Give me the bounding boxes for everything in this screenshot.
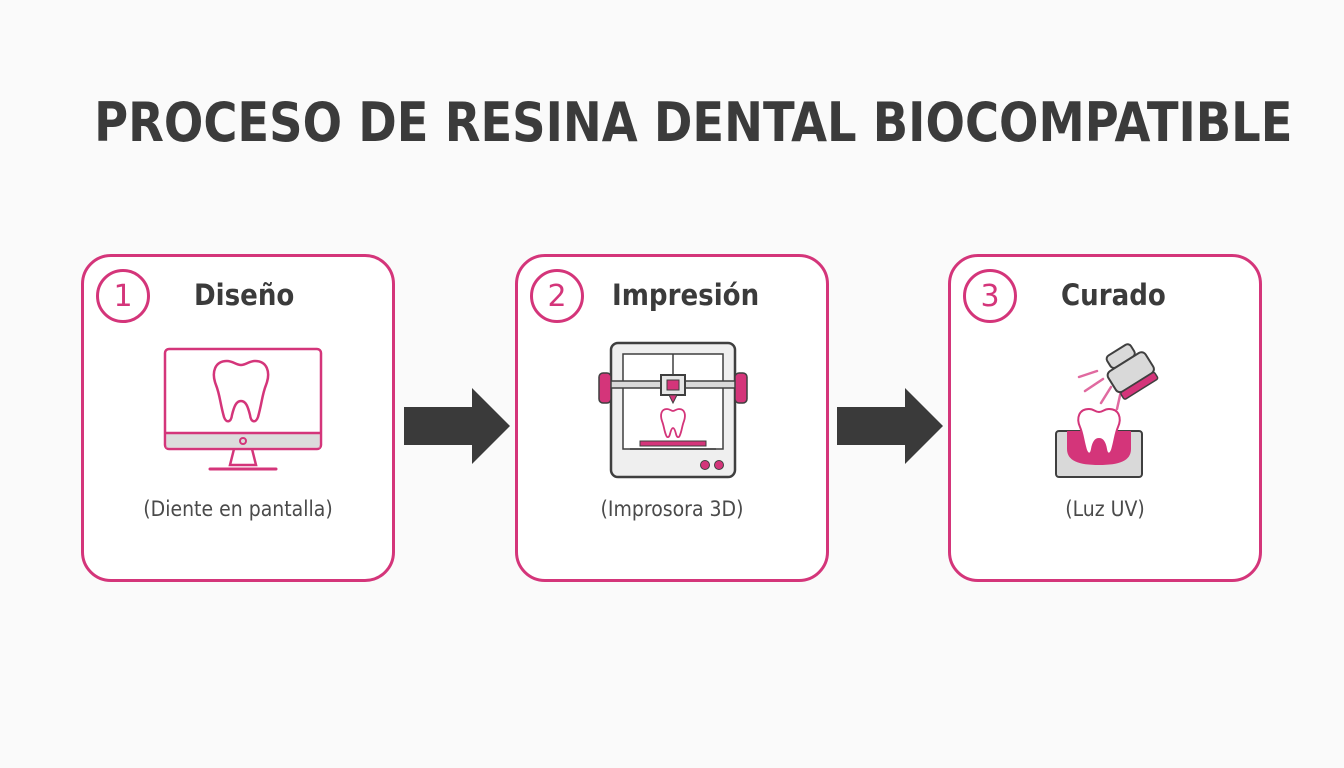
step-number-badge: 1 bbox=[96, 269, 150, 323]
step-card-printing: 2 Impresión (Improsora 3D) bbox=[515, 254, 829, 582]
step-caption: (Luz UV) bbox=[1065, 497, 1145, 521]
step-title: Impresión bbox=[612, 278, 760, 312]
step-number-badge: 2 bbox=[530, 269, 584, 323]
monitor-tooth-icon bbox=[163, 347, 323, 471]
page-title: PROCESO DE RESINA DENTAL BIOCOMPATIBLE bbox=[94, 91, 1293, 154]
step-title: Diseño bbox=[194, 278, 295, 312]
right-arrow-icon bbox=[404, 388, 510, 464]
uv-lamp-icon bbox=[1055, 343, 1159, 478]
step-number-badge: 3 bbox=[963, 269, 1017, 323]
step-card-design: 1 Diseño (Diente en pantalla) bbox=[81, 254, 395, 582]
step-card-curing: 3 Curado (Luz UV) bbox=[948, 254, 1262, 582]
3d-printer-icon bbox=[598, 341, 748, 479]
step-caption: (Improsora 3D) bbox=[600, 497, 744, 521]
step-caption: (Diente en pantalla) bbox=[143, 497, 333, 521]
right-arrow-icon bbox=[837, 388, 943, 464]
step-title: Curado bbox=[1061, 278, 1166, 312]
